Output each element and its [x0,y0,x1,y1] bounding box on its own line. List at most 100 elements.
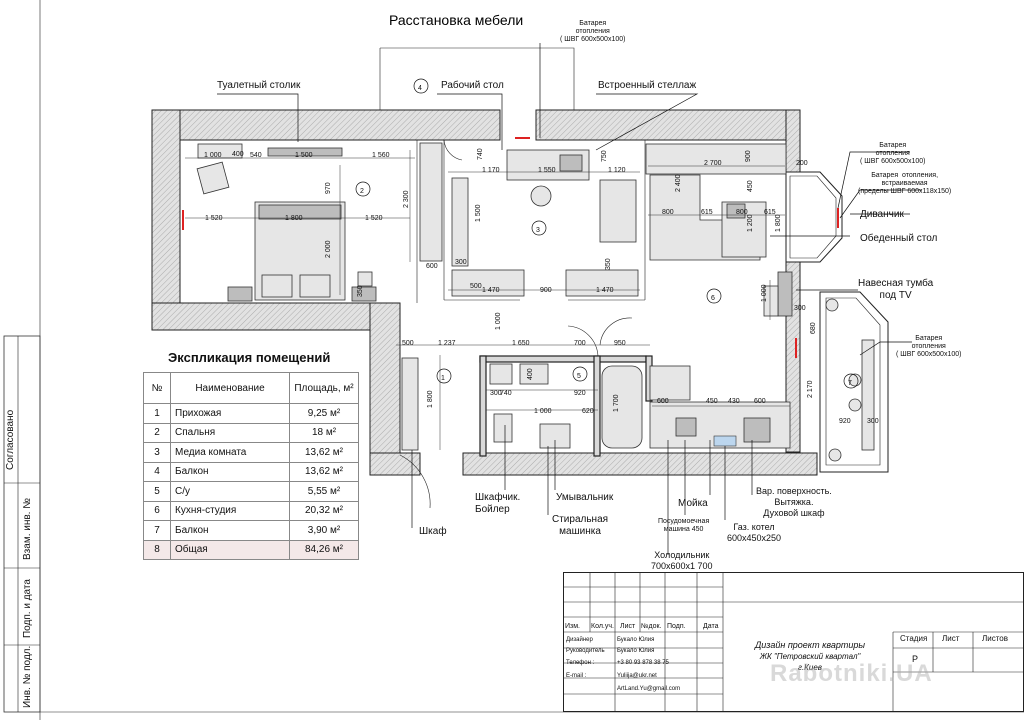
furniture [196,142,875,462]
dim-label: 400 [527,368,534,380]
dim-label: 300 [490,390,502,397]
dimension-labels: 1 000 400 540 1 500 1 560 970 1 520 1 80… [204,148,879,425]
tb-stage-header: Стадия [900,634,928,643]
row-name: Кухня-студия [170,500,290,521]
dim-label: 430 [728,398,740,405]
row-name: Балкон [170,520,290,541]
dim-label: 750 [601,150,608,162]
label-gas-boiler: Газ. котел 600х450х250 [727,522,782,543]
row-number: 3 [143,442,171,463]
dim-label: 1 000 [204,152,222,159]
dim-label: 200 [796,160,808,167]
dim-label: 740 [477,148,484,160]
tb-value: Yuliija@ukr.net [617,673,657,679]
walls [151,47,889,476]
row-area: 3,90 м² [289,520,359,541]
tb-header-change: Изм. [565,623,580,630]
label-hob: Вар. поверхность. Вытяжка. Духовой шкаф [756,486,832,518]
row-name: Прихожая [170,403,290,424]
explication-title: Экспликация помещений [168,350,331,365]
tb-stage-value: Р [912,654,919,664]
label-wardrobe: Шкаф [419,525,447,537]
dim-label: 450 [747,180,754,192]
room-number: 5 [577,373,581,380]
label-battery-top: Батарея отопления ( ШВГ 600х500х100) [560,20,626,43]
label-battery-right1: Батарея отопления ( ШВГ 600х500х100) [860,142,926,165]
tb-city: г.Киев [798,663,822,672]
stamp-inv-original: Инв. № подл. [22,646,33,708]
table-header: Наименование [170,372,290,404]
tb-sheet-header: Лист [942,634,960,643]
dim-label: 1 470 [596,287,614,294]
label-fridge: Холодильник 700х600х1 700 [651,550,713,571]
dim-label: 300 [867,418,879,425]
tb-header-date: Дата [703,623,719,630]
dim-label: 1 170 [482,167,500,174]
dim-label: 1 800 [775,214,782,232]
wall-shelf-shape [267,147,343,157]
label-kitchen-sink: Мойка [678,498,708,509]
row-number: 8 [143,539,171,560]
room-number: 7 [848,380,852,387]
stamp-agreed: Согласовано [5,409,16,470]
dim-label: 900 [540,287,552,294]
leader-lines [217,43,922,555]
dim-label: 920 [574,390,586,397]
media-sofa-shape [599,179,637,243]
row-name: Медиа комната [170,442,290,463]
row-number: 2 [143,422,171,443]
dim-label: 1 800 [427,390,434,408]
dim-label: 600 [754,398,766,405]
tb-role: E-mail : [566,673,587,679]
dim-label: 970 [325,182,332,194]
label-cabinet-boiler: Шкафчик. Бойлер [475,492,521,515]
tb-header-count: Кол.уч. [591,623,614,630]
dim-label: 950 [614,340,626,347]
label-dining-table: Обеденный стол [860,232,938,244]
tb-role: Дизайнер [566,637,593,643]
tb-project: Дизайн проект квартиры [754,640,866,650]
doors [399,139,633,509]
label-battery-right3: Батарея отопления ( ШВГ 600х500х100) [896,335,962,358]
dim-label: 800 [662,209,674,216]
radiators [182,137,839,358]
dim-label: 300 [455,259,467,266]
dimension-lines [185,150,790,450]
dim-label: 540 [250,152,262,159]
watermark: Rabotniki.UA [770,660,933,687]
toilet-shape [493,413,513,443]
label-sofa: Диванчик [860,209,904,220]
dim-label: 1 120 [608,167,626,174]
row-area: 5,55 м² [289,481,359,502]
dim-label: 350 [605,258,612,270]
room-number: 2 [360,188,364,195]
tb-value: ArtLand.Yu@gmail.com [617,686,681,692]
room-number: 3 [536,227,540,234]
dim-label: 1 700 [613,394,620,412]
row-area: 18 м² [289,422,359,443]
dim-label: 1 520 [205,215,223,222]
row-number: 1 [143,403,171,424]
stamp-replace-inv: Взам. инв. № [22,498,33,560]
dim-label: 500 [470,283,482,290]
dim-label: 1 000 [495,312,502,330]
label-dishwasher: Посудомоечная машина 450 [658,518,710,533]
dim-label: 900 [745,150,752,162]
dim-label: 300 [794,305,806,312]
tb-complex: ЖК "Петровский квартал" [759,652,861,661]
dim-label: 2 700 [704,160,722,167]
drawing-title: Расстановка мебели [389,12,523,28]
dim-label: 680 [810,322,817,334]
room-number: 4 [418,85,422,92]
dim-label: 1 500 [295,152,313,159]
dim-label: 1 000 [534,408,552,415]
label-shelving: Встроенный стеллаж [598,80,696,91]
dim-label: 1 200 [747,214,754,232]
row-name: С/у [170,481,290,502]
desk-chair-shape [530,185,552,207]
